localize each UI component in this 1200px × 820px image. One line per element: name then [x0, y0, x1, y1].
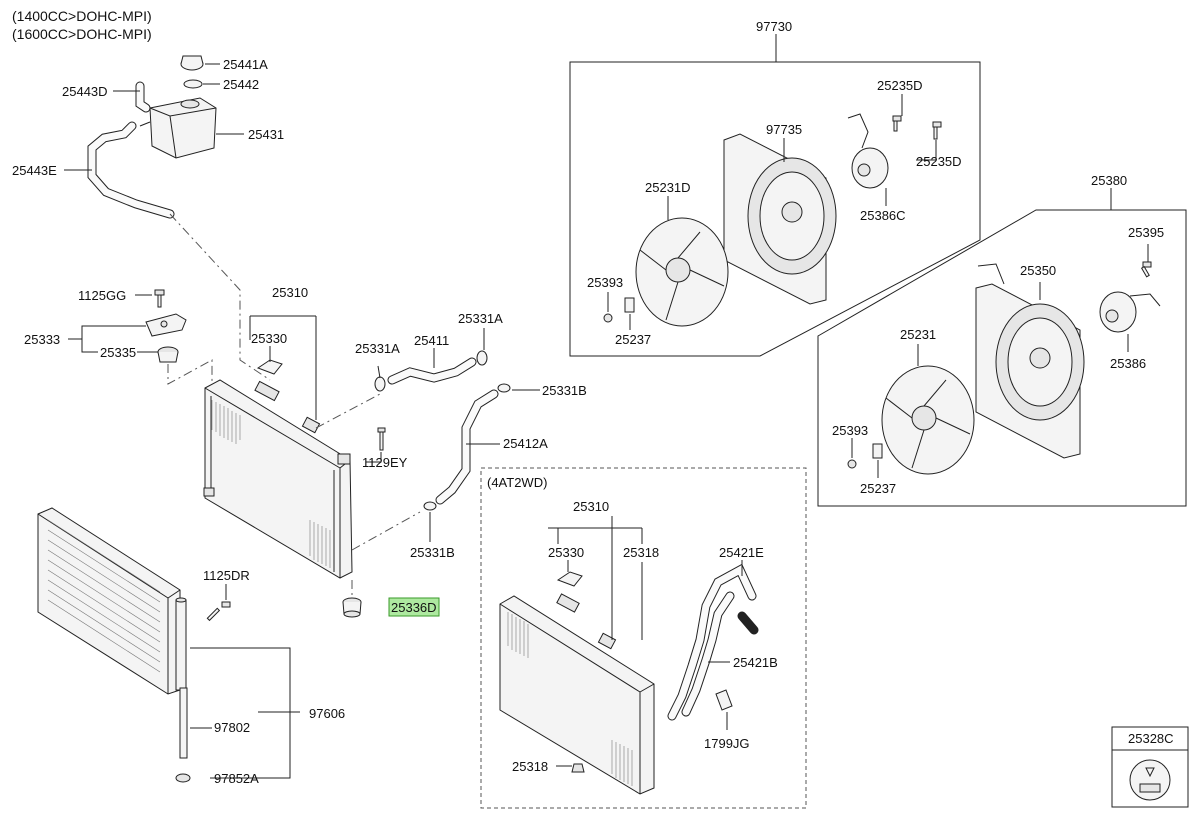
label-1125dr: 1125DR: [203, 568, 250, 583]
label-25421b: 25421B: [733, 655, 778, 670]
drain-plug-4at2wd[interactable]: [571, 763, 585, 773]
label-25443d: 25443D: [62, 84, 108, 99]
mounting-bolt-1125gg[interactable]: [154, 289, 165, 308]
fan-assembly-box-25380: [817, 209, 1187, 507]
label-25331a-1: 25331A: [355, 341, 400, 356]
warning-label-icon[interactable]: [1129, 759, 1171, 801]
label-25235d-1: 25235D: [877, 78, 923, 93]
label-25380: 25380: [1091, 173, 1127, 188]
fan-blade-25231d[interactable]: [635, 217, 729, 327]
drain-plug-bolt[interactable]: [377, 427, 386, 451]
label-25335: 25335: [100, 345, 136, 360]
label-25310: 25310: [272, 285, 308, 300]
fan-motor-25386c[interactable]: [847, 113, 889, 189]
fan-clip-1[interactable]: [624, 297, 635, 313]
label-25318-c: 25318: [512, 759, 548, 774]
label-97735: 97735: [766, 122, 802, 137]
label-25333: 25333: [24, 332, 60, 347]
desiccant-cap[interactable]: [175, 773, 191, 783]
fan-nut-2[interactable]: [847, 459, 857, 469]
radiator-insulator-lower[interactable]: [342, 597, 362, 618]
label-25431: 25431: [248, 127, 284, 142]
hose-clamp-lower-2[interactable]: [423, 501, 437, 511]
radiator-cap[interactable]: [256, 359, 283, 375]
desiccant-tube[interactable]: [179, 687, 188, 759]
fan-nut-1[interactable]: [603, 313, 613, 323]
label-25331b-2: 25331B: [410, 545, 455, 560]
label-25336d[interactable]: 25336D: [391, 600, 437, 615]
label-25350: 25350: [1020, 263, 1056, 278]
hose-clamp-upper-2[interactable]: [476, 350, 488, 366]
motor-bolt-2[interactable]: [932, 121, 942, 140]
condenser-bolt-1125dr[interactable]: [206, 601, 231, 622]
highlight-25336d: [388, 597, 440, 617]
fan-blade-25231[interactable]: [881, 365, 975, 475]
motor-bolt-3[interactable]: [1140, 261, 1152, 278]
label-97730: 97730: [756, 19, 792, 34]
label-25330-b: 25330: [548, 545, 584, 560]
reservoir-tank[interactable]: [139, 97, 217, 159]
label-25330: 25330: [251, 331, 287, 346]
reservoir-cap[interactable]: [180, 55, 204, 71]
fan-motor-25386[interactable]: [1099, 291, 1161, 333]
label-25412a: 25412A: [503, 436, 548, 451]
label-25328c: 25328C: [1128, 731, 1174, 746]
label-25231d: 25231D: [645, 180, 691, 195]
label-25386: 25386: [1110, 356, 1146, 371]
label-1129ey: 1129EY: [362, 455, 408, 470]
label-25421e: 25421E: [719, 545, 764, 560]
label-25443e: 25443E: [12, 163, 57, 178]
fan-shroud-97735[interactable]: [723, 133, 837, 305]
label-25411: 25411: [414, 333, 449, 348]
label-97852a: 97852A: [214, 771, 259, 786]
label-4at2wd: (4AT2WD): [487, 475, 547, 490]
label-25231: 25231: [900, 327, 936, 342]
label-25386c: 25386C: [860, 208, 906, 223]
label-25318-b: 25318: [623, 545, 659, 560]
label-25235d-2: 25235D: [916, 154, 962, 169]
label-97606: 97606: [309, 706, 345, 721]
header-engine-1: (1400CC>DOHC-MPI): [12, 8, 152, 24]
label-1125gg: 1125GG: [78, 288, 126, 303]
fan-shroud-25350[interactable]: [975, 263, 1085, 459]
label-25237-1: 25237: [615, 332, 651, 347]
label-25331b-1: 25331B: [542, 383, 587, 398]
receiver-drier[interactable]: [175, 597, 187, 691]
label-25442: 25442: [223, 77, 259, 92]
condenser[interactable]: [37, 507, 181, 695]
radiator-cap-4at2wd[interactable]: [556, 571, 583, 587]
radiator-insulator-upper[interactable]: [157, 346, 179, 363]
motor-bolt-1[interactable]: [892, 115, 902, 132]
fan-assembly-box-97730: [569, 61, 981, 357]
label-25310-b: 25310: [573, 499, 609, 514]
mounting-bracket[interactable]: [145, 313, 187, 337]
label-97802: 97802: [214, 720, 250, 735]
label-25237-2: 25237: [860, 481, 896, 496]
fan-clip-2[interactable]: [872, 443, 883, 459]
label-25331a-2: 25331A: [458, 311, 503, 326]
label-1799jg: 1799JG: [704, 736, 750, 751]
hose-clip-1799jg[interactable]: [715, 689, 733, 711]
part-box-25328c: [1111, 726, 1189, 808]
header-engine-2: (1600CC>DOHC-MPI): [12, 26, 152, 42]
label-25393-1: 25393: [587, 275, 623, 290]
radiator-main[interactable]: [203, 379, 353, 579]
variant-box-4at2wd: [480, 467, 807, 809]
label-25441a: 25441A: [223, 57, 268, 72]
hose-clamp-upper-1[interactable]: [374, 376, 386, 392]
label-25395: 25395: [1128, 225, 1164, 240]
label-25393-2: 25393: [832, 423, 868, 438]
radiator-4at2wd[interactable]: [499, 593, 655, 795]
hose-clamp-lower-1[interactable]: [497, 383, 511, 393]
reservoir-oring[interactable]: [183, 79, 203, 89]
